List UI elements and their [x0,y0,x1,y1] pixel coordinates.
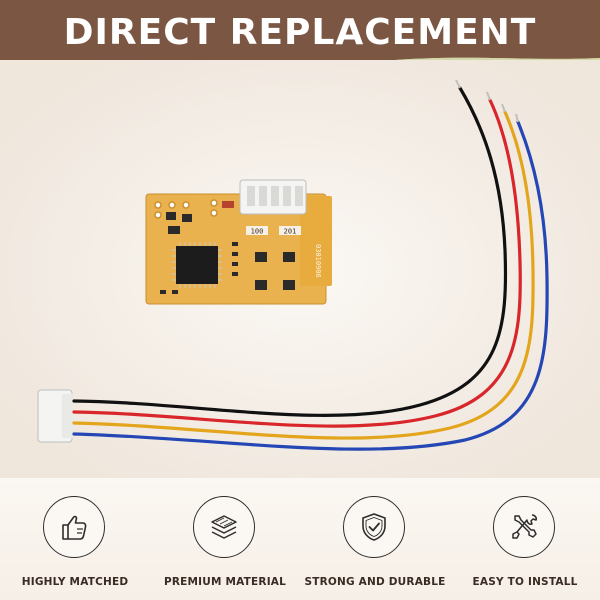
wire-connector [37,389,74,443]
feature-highly-matched: HIGHLY MATCHED [0,490,150,600]
feature-icon-circle [493,496,555,558]
feature-icon-circle [193,496,255,558]
feature-label: EASY TO INSTALL [472,576,578,588]
pcb-board: 100 201 03010906 [145,179,332,305]
product-photo: 100 201 03010906 [0,60,600,480]
silkscreen-label-left: 100 [251,228,264,236]
wire-harness [72,86,549,451]
silkscreen-label-right: 201 [284,228,297,236]
shield-check-icon [362,513,386,541]
wire-tips [455,79,519,123]
ic-chip [172,242,222,288]
feature-strong-and-durable: STRONG AND DURABLE [300,490,450,600]
feature-icon-circle [43,496,105,558]
feature-easy-to-install: EASY TO INSTALL [450,490,600,600]
feature-label: HIGHLY MATCHED [21,576,129,588]
silkscreen-label-vertical: 03010906 [314,244,322,278]
feature-label: PREMIUM MATERIAL [163,576,287,588]
thumbs-up-icon [62,515,87,540]
layers-icon [211,515,237,539]
feature-premium-material: PREMIUM MATERIAL [150,490,300,600]
feature-row: HIGHLY MATCHED PREMIUM MATERIAL [0,478,600,600]
tools-icon [512,514,537,539]
feature-label: STRONG AND DURABLE [304,576,446,588]
headline: Direct Replacement [63,12,537,53]
product-illustration: 100 201 03010906 [0,60,600,480]
feature-icon-circle [343,496,405,558]
